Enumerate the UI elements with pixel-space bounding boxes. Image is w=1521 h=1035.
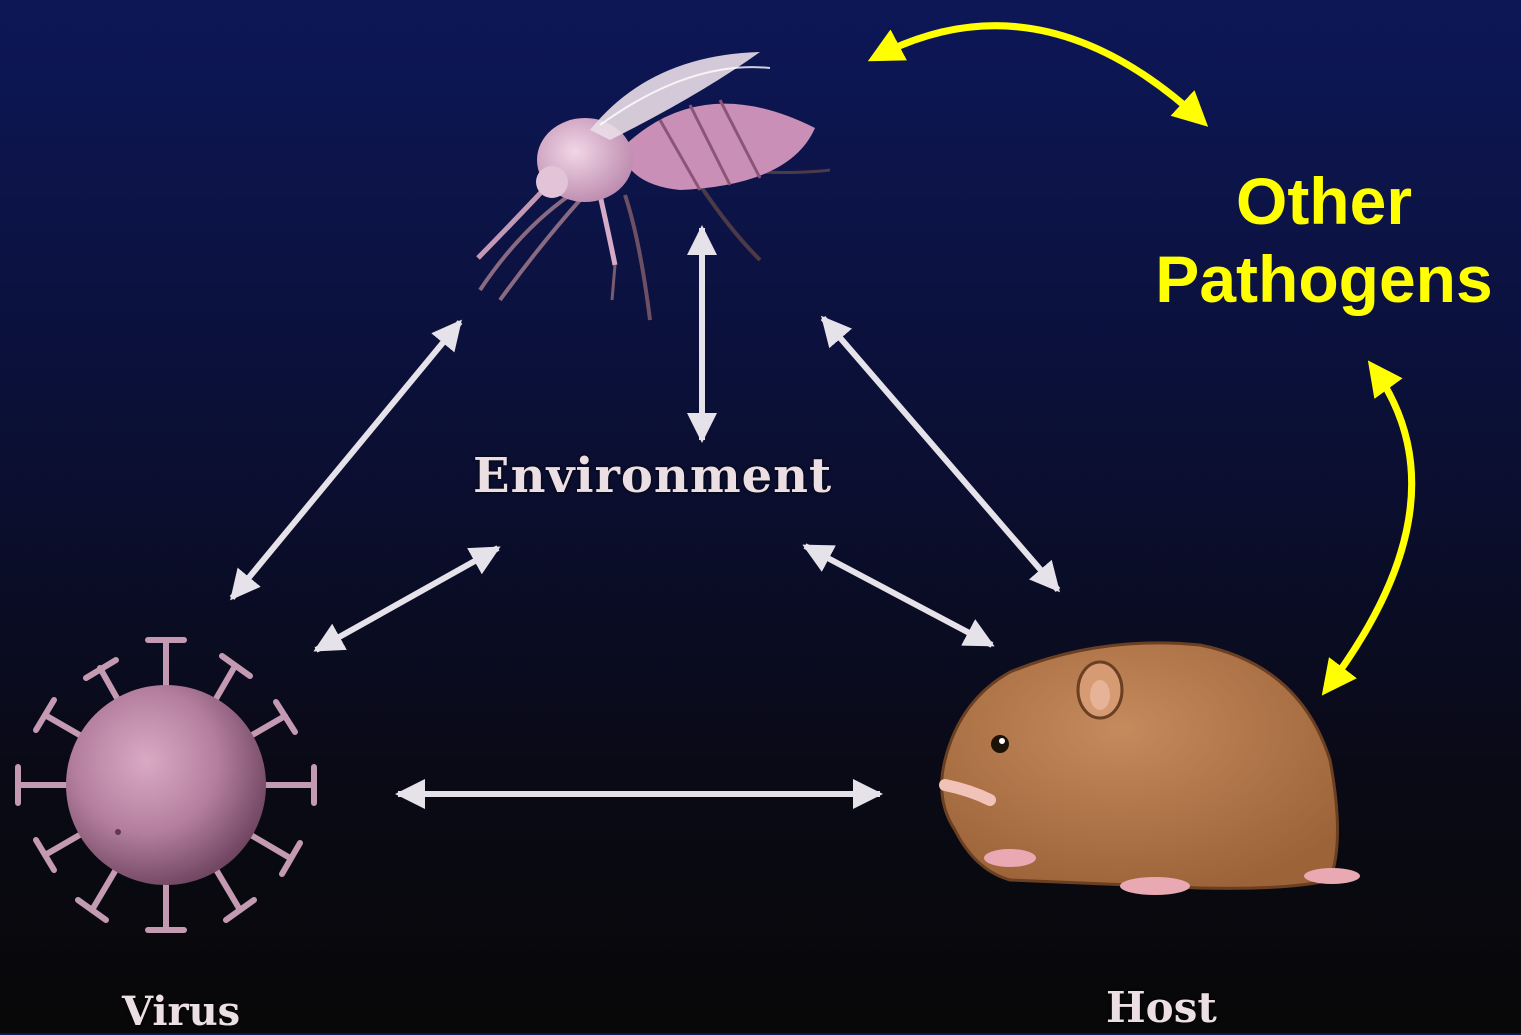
yellow-arrows <box>874 26 1412 690</box>
arrow-vector-other <box>874 26 1203 122</box>
arrow-vector-virus <box>232 322 460 598</box>
other-pathogens-label: Other Pathogens <box>1128 162 1520 318</box>
arrow-environment-host <box>805 546 992 645</box>
environment-label: Environment <box>473 448 832 504</box>
white-arrows <box>232 228 1058 794</box>
other-pathogens-line1: Other <box>1128 162 1520 240</box>
arrow-environment-virus <box>316 548 498 650</box>
host-label: Host <box>1106 983 1217 1032</box>
other-pathogens-line2: Pathogens <box>1128 240 1520 318</box>
virus-label: Virus <box>122 988 240 1035</box>
arrow-other-host <box>1326 366 1412 690</box>
virus-icon <box>18 640 314 930</box>
arrow-vector-host <box>823 318 1058 590</box>
rodent-icon <box>942 643 1360 895</box>
mosquito-icon <box>478 52 830 320</box>
